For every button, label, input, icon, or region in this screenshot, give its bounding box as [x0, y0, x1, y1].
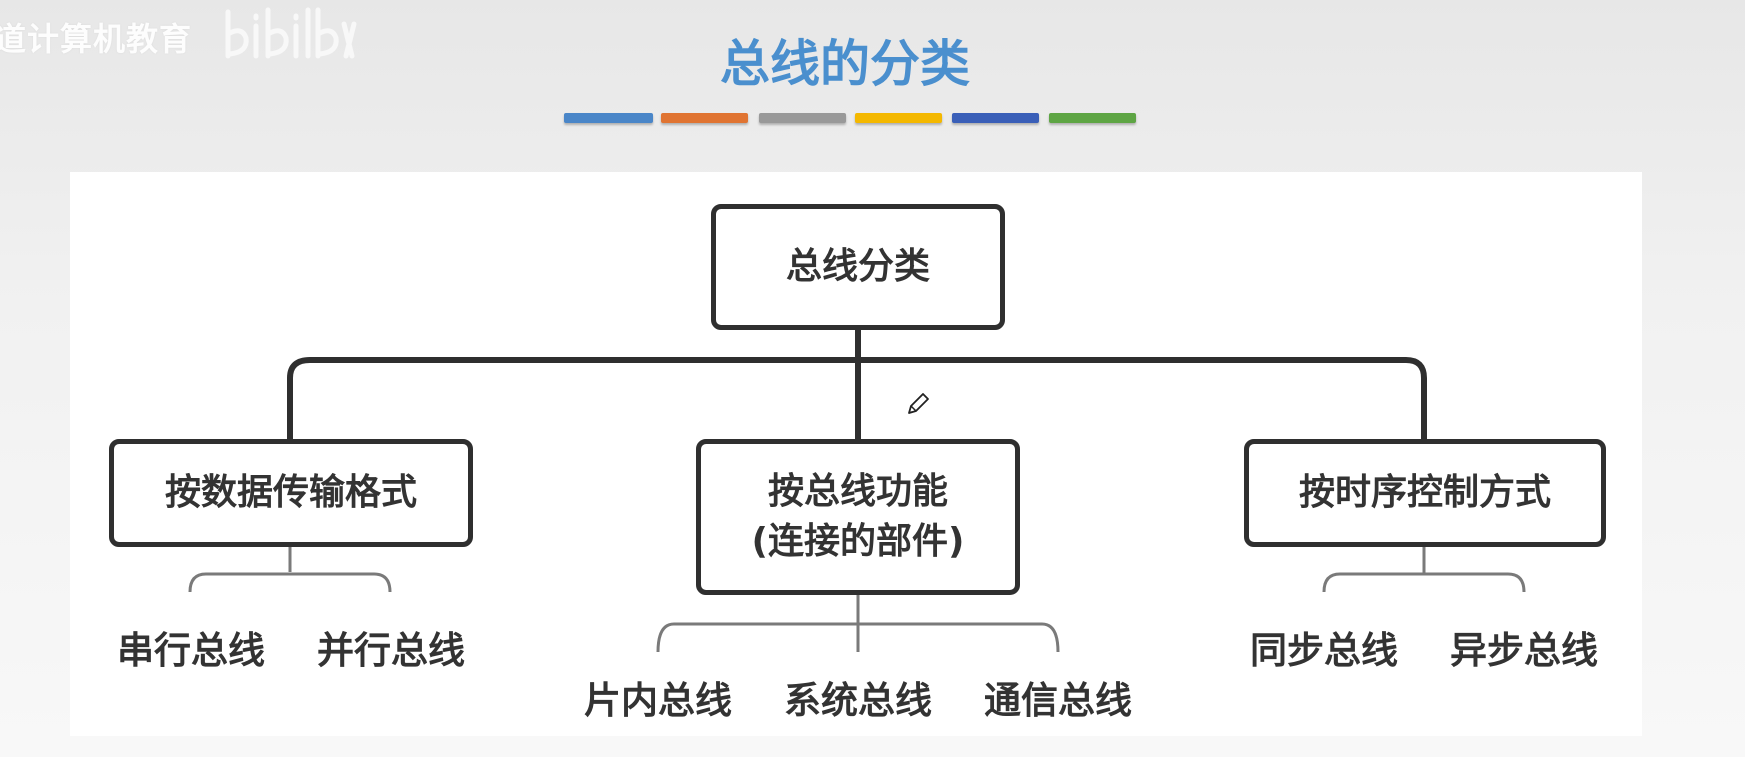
category-label-function-line1: 按总线功能 [767, 470, 948, 512]
category-node-data-format: 按数据传输格式 [109, 439, 473, 547]
leaf-synchronous-bus: 同步总线 [1250, 629, 1398, 672]
watermark-logo [225, 7, 357, 59]
connector-lines [188, 327, 1526, 653]
title-underline-bar-gray [759, 113, 846, 123]
title-underline-bar-orange [661, 113, 748, 123]
title-underline-bar-navy [952, 113, 1039, 123]
root-node-label: 总线分类 [785, 245, 930, 287]
category-node-timing: 按时序控制方式 [1244, 439, 1606, 547]
leaf-communication-bus: 通信总线 [984, 679, 1132, 722]
timing-children-bracket [1322, 546, 1526, 593]
leaf-on-chip-bus: 片内总线 [584, 679, 732, 722]
category-label-timing: 按时序控制方式 [1298, 471, 1551, 513]
diagram-panel: 总线分类 按数据传输格式 按总线功能 (连接的部件) 按时序控制方式 串行总线 … [70, 172, 1642, 736]
title-underline-bar-blue [564, 113, 653, 123]
leaf-serial-bus: 串行总线 [117, 629, 265, 672]
page-title: 总线的分类 [720, 35, 970, 93]
category-label-function-line2: (连接的部件) [751, 521, 965, 562]
leaf-asynchronous-bus: 异步总线 [1450, 629, 1598, 672]
leaf-system-bus: 系统总线 [784, 679, 932, 722]
title-underline-bar-green [1049, 113, 1136, 123]
function-children-bracket [656, 594, 1060, 653]
format-children-bracket [188, 546, 392, 593]
category-node-function: 按总线功能 (连接的部件) [696, 439, 1020, 595]
root-node: 总线分类 [711, 204, 1005, 330]
title-underline-bar-yellow [855, 113, 942, 123]
pencil-icon [908, 393, 929, 414]
category-label-data-format: 按数据传输格式 [164, 471, 417, 513]
watermark-text: 道计算机教育 [0, 20, 193, 58]
leaf-parallel-bus: 并行总线 [317, 629, 465, 672]
